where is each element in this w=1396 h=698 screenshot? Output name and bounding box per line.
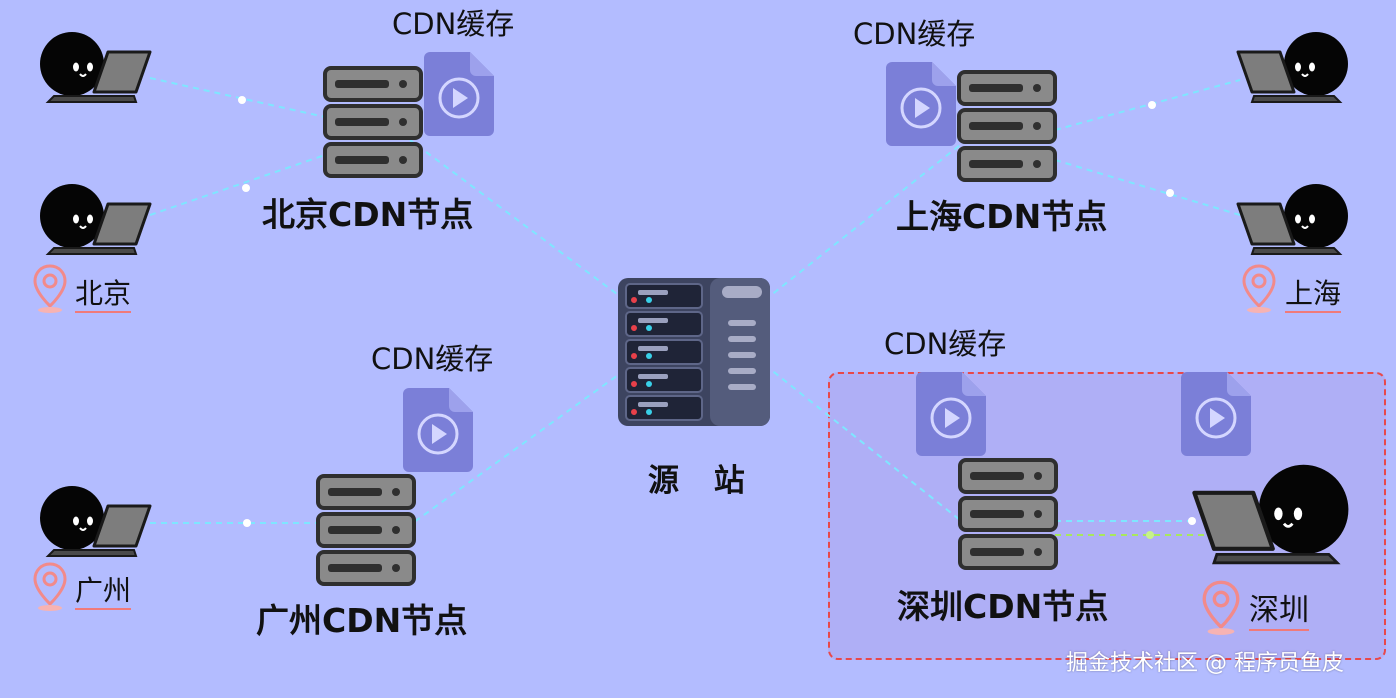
beijing-server-icon	[323, 66, 423, 178]
shanghai-server-icon	[957, 70, 1057, 182]
guangzhou-server-icon	[316, 474, 416, 586]
user-with-laptop-icon	[1192, 464, 1349, 565]
user-with-laptop-icon	[1236, 32, 1348, 103]
guangzhou-cache-label: CDN缓存	[371, 342, 494, 376]
user-with-laptop-icon	[1236, 184, 1348, 255]
location-pin-icon	[1242, 264, 1276, 313]
link-dot	[243, 519, 251, 527]
city-label-shenzhen: 深圳	[1249, 596, 1309, 631]
link-dot-active	[1146, 531, 1154, 539]
link-origin-shanghai	[764, 144, 961, 301]
location-pin-icon	[1202, 580, 1240, 635]
video-file-icon	[403, 388, 473, 472]
link-beijing-user-1	[149, 77, 326, 118]
video-file-icon	[1181, 372, 1251, 456]
link-origin-shenzhen	[764, 364, 961, 521]
user-with-laptop-icon	[40, 486, 152, 557]
link-beijing-user-2	[149, 154, 326, 216]
link-dot	[242, 184, 250, 192]
link-dot	[1148, 101, 1156, 109]
guangzhou-node-label: 广州CDN节点	[256, 601, 468, 640]
shanghai-cache-label: CDN缓存	[853, 17, 976, 51]
user-with-laptop-icon	[40, 184, 152, 255]
origin-label: 源 站	[648, 463, 757, 499]
beijing-node-label: 北京CDN节点	[262, 195, 474, 234]
shenzhen-node-label: 深圳CDN节点	[897, 587, 1109, 626]
city-label-beijing: 北京	[75, 280, 132, 313]
link-dot	[1188, 517, 1196, 525]
beijing-cache-label: CDN缓存	[392, 7, 515, 41]
user-with-laptop-icon	[40, 32, 152, 103]
link-dot	[238, 96, 246, 104]
watermark: 掘金技术社区 @ 程序员鱼皮	[1066, 651, 1344, 676]
video-file-icon	[886, 62, 956, 146]
link-origin-beijing	[409, 139, 626, 301]
city-label-shanghai: 上海	[1285, 280, 1342, 313]
link-dot	[1166, 189, 1174, 197]
location-pin-icon	[33, 562, 67, 611]
origin-server-icon	[618, 278, 770, 426]
city-label-guangzhou: 广州	[75, 577, 132, 610]
shanghai-node-label: 上海CDN节点	[896, 197, 1108, 236]
link-shanghai-user-1	[1054, 79, 1241, 131]
video-file-icon	[916, 372, 986, 456]
shenzhen-cache-label: CDN缓存	[884, 327, 1007, 361]
link-origin-guangzhou	[409, 369, 626, 526]
location-pin-icon	[33, 264, 67, 313]
video-file-icon	[424, 52, 494, 136]
shenzhen-server-icon	[958, 458, 1058, 570]
